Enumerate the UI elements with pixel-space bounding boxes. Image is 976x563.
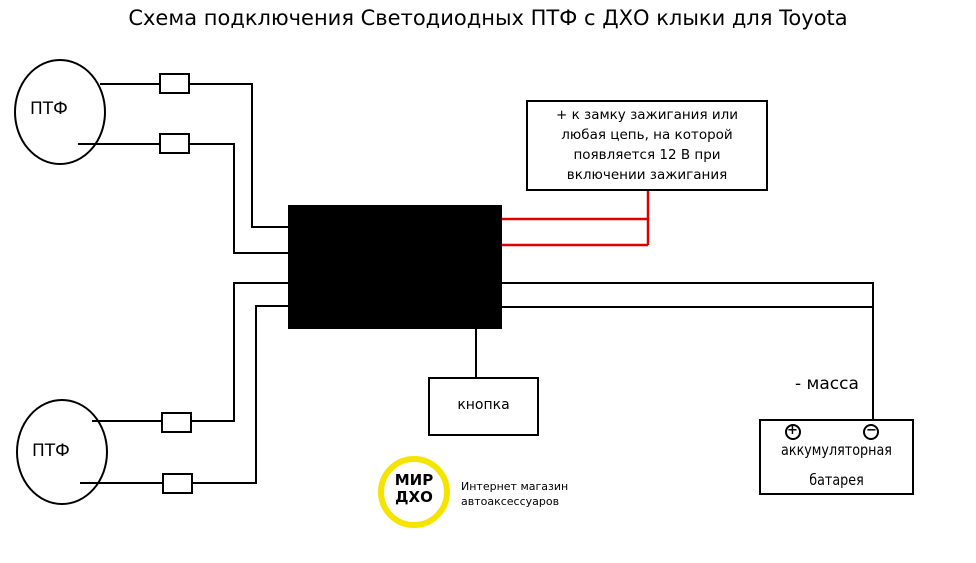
fog-lamp-bottom-label: ПТФ xyxy=(32,441,70,461)
ignition-note: + к замку зажигания или любая цепь, на к… xyxy=(555,107,739,183)
logo-line-1: МИР xyxy=(394,471,434,489)
logo-text: МИР ДХО xyxy=(381,472,447,506)
battery-minus: − xyxy=(866,423,877,438)
diagram-title: Схема подключения Светодиодных ПТФ с ДХО… xyxy=(128,6,848,30)
logo-tagline-2: автоаксессуаров xyxy=(461,495,560,508)
ground-wire xyxy=(502,282,874,420)
drl-controller-unit xyxy=(288,205,502,329)
battery-minus-icon xyxy=(863,424,879,440)
button-box xyxy=(428,377,539,436)
fuse xyxy=(162,473,193,494)
logo-ring xyxy=(378,456,450,528)
wire xyxy=(80,305,288,484)
battery-label-2: батарея xyxy=(809,471,864,489)
battery-plus-icon xyxy=(785,424,801,440)
fog-lamp-top-shape xyxy=(14,59,106,165)
battery-label-1: аккумуляторная xyxy=(781,441,892,459)
wire xyxy=(78,143,288,254)
fuse xyxy=(159,73,190,94)
ground-label: - масса xyxy=(795,374,859,394)
ignition-note-box xyxy=(526,100,768,191)
battery-plus: + xyxy=(787,423,798,438)
fog-lamp-top-label: ПТФ xyxy=(30,99,68,119)
logo-line-2: ДХО xyxy=(395,488,433,506)
logo-tagline: Интернет магазин автоаксессуаров xyxy=(461,479,568,509)
fog-lamp-bottom-shape xyxy=(16,399,108,505)
wire xyxy=(92,282,288,422)
button-label: кнопка xyxy=(457,397,510,413)
logo-tagline-1: Интернет магазин xyxy=(461,480,569,493)
fuse xyxy=(159,133,190,154)
wire xyxy=(100,83,288,228)
fuse xyxy=(161,412,192,433)
